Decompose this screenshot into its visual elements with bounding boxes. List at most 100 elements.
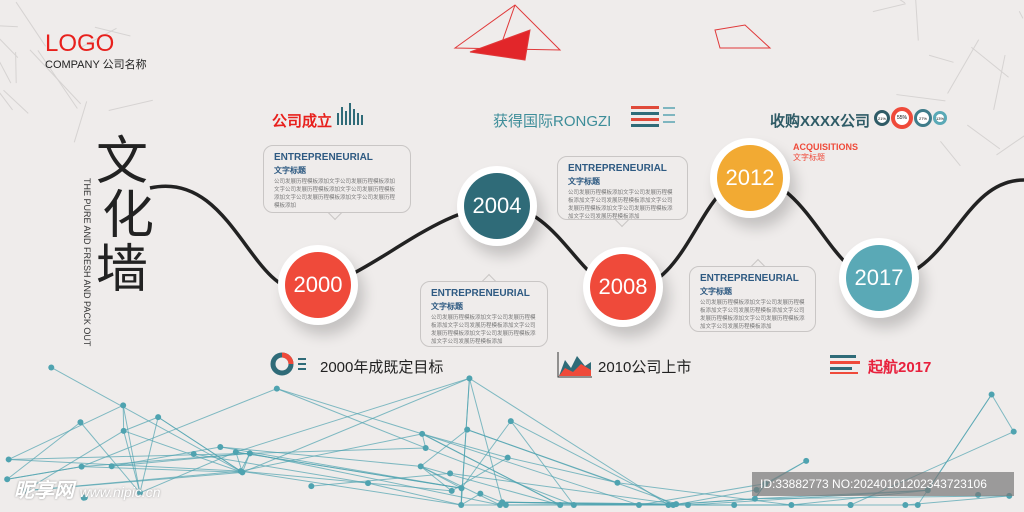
network-line [991,394,1015,432]
network-line [240,433,423,472]
percent-badge: 21% [874,110,890,126]
network-line [1018,11,1024,19]
heading-listing: 2010公司上市 [598,359,692,376]
network-node [120,402,127,409]
title-char: 文 [96,132,149,192]
network-line [108,99,153,112]
logo: LOGO [45,30,115,57]
network-line [967,124,1001,150]
infographic-arrows-icon [631,106,675,127]
network-node [914,502,921,508]
network-line [139,417,159,493]
network-line [276,388,426,449]
network-line [460,378,470,505]
network-node [448,487,455,494]
network-line [81,388,278,468]
network-line [507,457,618,484]
network-line [139,451,237,494]
network-line [0,25,18,28]
callout-title: ENTREPRENEURIAL [431,288,530,299]
network-line [157,416,241,472]
network-node [507,418,514,425]
milestone-2012[interactable]: 2012 [710,138,790,218]
bar-chart-icon [337,103,363,125]
network-line [940,140,961,167]
network-line [425,447,575,506]
network-line [996,135,1024,156]
network-node [273,385,280,392]
callout-body: 公司发展历程模板添加文字公司发展历程模板添加文字公司发展历程模板添加文字公司发展… [274,179,396,209]
year-label: 2017 [846,245,912,311]
callout-title: ENTREPRENEURIAL [274,152,373,163]
heading-acquisition: 收购XXXX公司 [770,113,871,130]
watermark-id: ID:33882773 NO:20240101202343723106 [752,472,1014,496]
acquisitions-label: ACQUISITIONS 文字标题 [793,142,858,163]
watermark-site-name: 昵享网 [14,480,74,502]
network-line [311,472,451,487]
network-line [123,416,159,432]
acquisitions-subtitle: 文字标题 [793,153,825,162]
network-line [240,470,462,506]
network-node [217,443,224,450]
network-line [8,458,241,472]
watermark-url: www.nipic.cn [79,484,161,500]
network-line [468,378,503,503]
network-line [123,430,141,493]
page-title: 文 化 墙 [96,135,156,297]
network-line [451,457,508,492]
network-line [928,54,954,63]
company-en: COMPANY [45,59,100,71]
network-line [480,493,503,503]
heading-founded: 公司成立 [272,113,333,130]
network-line [915,0,919,41]
network-line [0,38,19,58]
milestone-2008[interactable]: 2008 [583,247,663,327]
network-line [420,466,453,492]
heading-launch: 起航2017 [868,359,932,376]
callout-body: 公司发展历程模板添加文字公司发展历程模板添加文字公司发展历程模板添加文字公司发展… [431,315,536,345]
network-node [497,502,504,508]
callout-subtitle: 文字标题 [568,177,600,186]
network-line [51,367,243,473]
milestone-2000[interactable]: 2000 [278,245,358,325]
callout-title: ENTREPRENEURIAL [700,273,799,284]
network-line [0,61,12,84]
network-line [73,101,88,143]
network-line [242,377,470,473]
callout-subtitle: 文字标题 [700,287,732,296]
network-line [235,377,470,453]
network-line [905,495,1010,506]
network-line [422,433,640,506]
year-label: 2008 [590,254,656,320]
network-line [276,388,423,435]
percent-badge: 27% [914,109,932,127]
paper-plane-icon [453,4,772,61]
network-line [37,50,78,109]
percent-circles-icon: 21% 55% 27% 13% [874,107,947,129]
network-line [421,433,561,506]
network-line [754,495,1010,500]
heading-funding: 获得国际RONGZI [493,113,612,130]
network-node [77,419,84,426]
network-line [469,377,669,506]
network-line [673,489,757,506]
donut-chart-icon [270,352,306,376]
milestone-2004[interactable]: 2004 [457,166,537,246]
network-line [111,446,221,467]
network-line [896,94,946,102]
year-label: 2000 [285,252,351,318]
network-line [235,451,243,473]
network-node [731,502,738,508]
company-cn: 公司名称 [102,59,147,71]
milestone-2017[interactable]: 2017 [839,238,919,318]
network-node [902,502,909,508]
year-label: 2004 [464,173,530,239]
network-line [7,466,82,480]
network-node [464,426,471,433]
network-line [235,451,462,489]
year-label: 2012 [717,145,783,211]
network-line [122,405,125,431]
watermark-site: 昵享网 www.nipic.cn [14,474,160,503]
